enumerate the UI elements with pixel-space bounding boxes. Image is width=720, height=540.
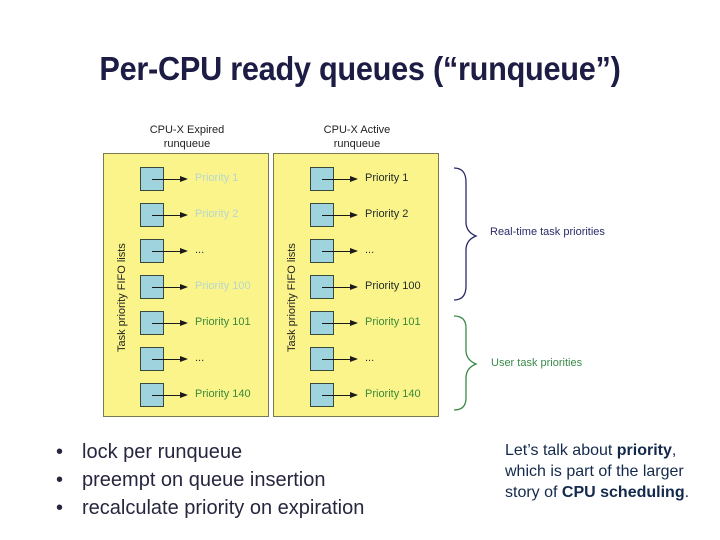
arrow-right-icon: [152, 284, 188, 290]
priority-label: Priority 140: [195, 388, 251, 400]
priority-label: Priority 101: [365, 316, 421, 328]
arrow-right-icon: [322, 356, 358, 362]
note-bold-cpu-scheduling: CPU scheduling: [561, 484, 685, 501]
active-side-label: Task priority FIFO lists: [286, 243, 298, 352]
bullet-item: recalculate priority on expiration: [56, 494, 364, 522]
realtime-brace: [453, 167, 478, 301]
priority-label: Priority 2: [365, 208, 409, 220]
priority-label: Priority 1: [195, 172, 239, 184]
expired-header-line2: runqueue: [163, 138, 211, 150]
note-text: , which is part of the larger story of: [505, 442, 684, 501]
priority-label: Priority 1: [365, 172, 409, 184]
bullet-list: lock per runqueue preempt on queue inser…: [56, 438, 364, 522]
arrow-right-icon: [322, 212, 358, 218]
bullet-item: preempt on queue insertion: [56, 466, 364, 494]
active-runqueue-panel: Task priority FIFO lists Priority 1 Prior…: [273, 153, 439, 417]
priority-label: Priority 100: [365, 280, 421, 292]
priority-label: Priority 100: [195, 280, 251, 292]
arrow-right-icon: [322, 284, 358, 290]
side-note: Let’s talk about priority, which is part…: [505, 440, 705, 503]
expired-side-label: Task priority FIFO lists: [116, 243, 128, 352]
priority-label: ...: [365, 352, 375, 364]
priority-label: ...: [365, 244, 375, 256]
arrow-right-icon: [322, 248, 358, 254]
arrow-right-icon: [152, 176, 188, 182]
priority-braces: [453, 167, 478, 411]
arrow-right-icon: [152, 320, 188, 326]
page-title: Per-CPU ready queues (“runqueue”): [99, 50, 621, 87]
arrow-right-icon: [322, 392, 358, 398]
realtime-priorities-label: Real-time task priorities: [490, 226, 605, 238]
priority-label: Priority 140: [365, 388, 421, 400]
active-header-line1: CPU-X Active: [323, 124, 391, 136]
note-text: Let’s talk about: [505, 442, 617, 459]
arrow-right-icon: [152, 212, 188, 218]
expired-queue-header: CPU-X Expired runqueue: [102, 123, 272, 151]
expired-runqueue-panel: Task priority FIFO lists Priority 1 Prior…: [103, 153, 269, 417]
priority-label: Priority 2: [195, 208, 239, 220]
priority-label: ...: [195, 352, 205, 364]
user-brace: [453, 315, 478, 411]
note-bold-priority: priority: [616, 442, 672, 459]
bullet-item: lock per runqueue: [56, 438, 364, 466]
priority-label: Priority 101: [195, 316, 251, 328]
active-queue-header: CPU-X Active runqueue: [272, 123, 442, 151]
expired-header-line1: CPU-X Expired: [149, 124, 225, 136]
arrow-right-icon: [152, 248, 188, 254]
arrow-right-icon: [322, 320, 358, 326]
note-text: .: [684, 484, 690, 501]
priority-label: ...: [195, 244, 205, 256]
user-priorities-label: User task priorities: [491, 357, 583, 369]
arrow-right-icon: [152, 392, 188, 398]
active-header-line2: runqueue: [333, 138, 381, 150]
arrow-right-icon: [152, 356, 188, 362]
arrow-right-icon: [322, 176, 358, 182]
